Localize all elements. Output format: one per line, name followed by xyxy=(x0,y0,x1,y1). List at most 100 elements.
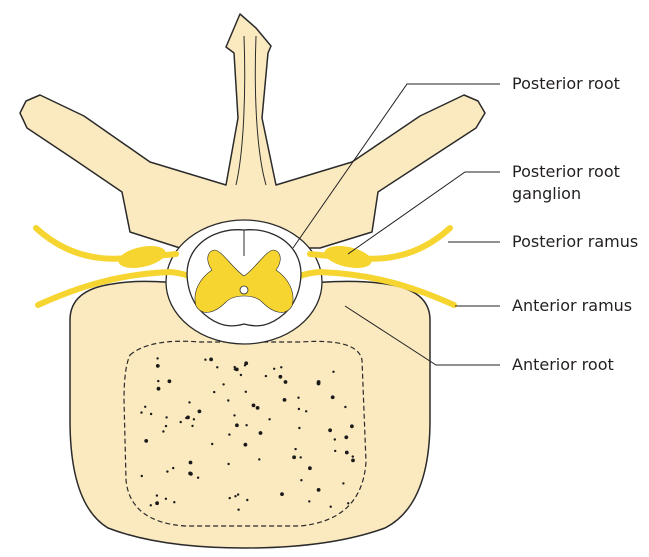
bone-dot xyxy=(352,455,354,457)
label-posterior-ramus: Posterior ramus xyxy=(512,231,638,253)
bone-dot xyxy=(165,425,167,427)
label-anterior-root: Anterior root xyxy=(512,354,614,376)
bone-dot xyxy=(259,431,263,435)
bone-dot xyxy=(344,406,346,408)
bone-dot xyxy=(292,455,296,459)
bone-dot xyxy=(150,413,152,415)
bone-dot xyxy=(216,366,218,368)
bone-dot xyxy=(265,375,267,377)
bone-dot xyxy=(140,411,142,413)
bone-dot xyxy=(331,395,335,399)
bone-dot xyxy=(234,495,236,497)
bone-dot xyxy=(308,466,312,470)
bone-dot xyxy=(300,479,302,481)
vertebral-arch xyxy=(20,14,485,248)
bone-dot xyxy=(228,433,230,435)
bone-dot xyxy=(330,506,332,508)
bone-dot xyxy=(300,456,302,458)
bone-dot xyxy=(328,428,332,432)
bone-dot xyxy=(347,502,349,504)
bone-dot xyxy=(188,401,190,403)
bone-dot xyxy=(234,368,236,370)
bone-dot xyxy=(227,399,229,401)
bone-dot xyxy=(150,504,152,506)
label-posterior-root-ganglion-line1: Posterior root xyxy=(512,161,620,183)
bone-dot xyxy=(233,414,235,416)
bone-dot xyxy=(144,439,148,443)
bone-dot xyxy=(245,424,247,426)
bone-dot xyxy=(256,406,260,410)
bone-dot xyxy=(191,425,193,427)
bone-dot xyxy=(345,451,349,455)
bone-dot xyxy=(165,498,167,500)
label-posterior-root-ganglion-line2: ganglion xyxy=(512,183,581,205)
bone-dot xyxy=(204,359,206,361)
bone-dot xyxy=(246,499,248,501)
bone-dot xyxy=(144,406,146,408)
bone-dot xyxy=(180,421,182,423)
bone-dot xyxy=(244,364,246,366)
bone-dot xyxy=(280,366,282,368)
bone-dot xyxy=(342,482,344,484)
bone-dot xyxy=(227,463,229,465)
bone-dot xyxy=(165,416,167,418)
bone-dot xyxy=(237,509,239,511)
bone-dot xyxy=(283,398,287,402)
label-anterior-ramus: Anterior ramus xyxy=(512,295,632,317)
bone-dot xyxy=(258,458,260,460)
bone-dot xyxy=(305,410,307,412)
central-canal xyxy=(240,286,248,294)
bone-dot xyxy=(156,494,158,496)
bone-dot xyxy=(268,418,270,420)
bone-dot xyxy=(350,424,354,428)
bone-dot xyxy=(156,357,158,359)
bone-dot xyxy=(173,501,175,503)
bone-dot xyxy=(156,364,160,368)
bone-dot xyxy=(240,374,242,376)
bone-dot xyxy=(273,368,275,370)
posterior-root-ganglion-right xyxy=(322,242,373,272)
bone-dot xyxy=(157,380,159,382)
bone-dot xyxy=(334,450,336,452)
bone-dot xyxy=(222,383,224,385)
bone-dot xyxy=(168,379,172,383)
bone-dot xyxy=(308,500,310,502)
bone-dot xyxy=(317,382,321,386)
bone-dot xyxy=(155,501,159,505)
bone-dot xyxy=(193,418,195,420)
bone-dot xyxy=(344,435,348,439)
bone-dot xyxy=(186,416,190,420)
bone-dot xyxy=(351,459,355,463)
bone-dot xyxy=(332,371,334,373)
bone-dot xyxy=(294,448,296,450)
bone-dot xyxy=(197,477,199,479)
bone-dot xyxy=(234,366,236,368)
bone-dot xyxy=(211,443,213,445)
bone-dot xyxy=(284,380,288,384)
bone-dot xyxy=(157,387,161,391)
bone-dot xyxy=(162,430,164,432)
bone-dot xyxy=(235,423,239,427)
bone-dot xyxy=(298,427,300,429)
bone-dot xyxy=(229,497,231,499)
bone-dot xyxy=(280,492,284,496)
bone-dot xyxy=(209,358,213,362)
bone-dot xyxy=(141,475,143,477)
bone-dot xyxy=(244,443,248,447)
bone-dot xyxy=(189,461,193,465)
posterior-root-ganglion-left xyxy=(116,242,167,272)
bone-dot xyxy=(213,391,215,393)
bone-dot xyxy=(252,404,256,408)
bone-dot xyxy=(188,472,192,476)
bone-dot xyxy=(172,467,174,469)
bone-dot xyxy=(166,470,168,472)
bone-dot xyxy=(279,375,283,379)
bone-dot xyxy=(198,410,202,414)
bone-dot xyxy=(298,408,300,410)
bone-dot xyxy=(317,488,321,492)
bone-dot xyxy=(245,391,247,393)
bone-dot xyxy=(237,493,239,495)
bone-dot xyxy=(297,397,299,399)
bone-dot xyxy=(334,438,336,440)
